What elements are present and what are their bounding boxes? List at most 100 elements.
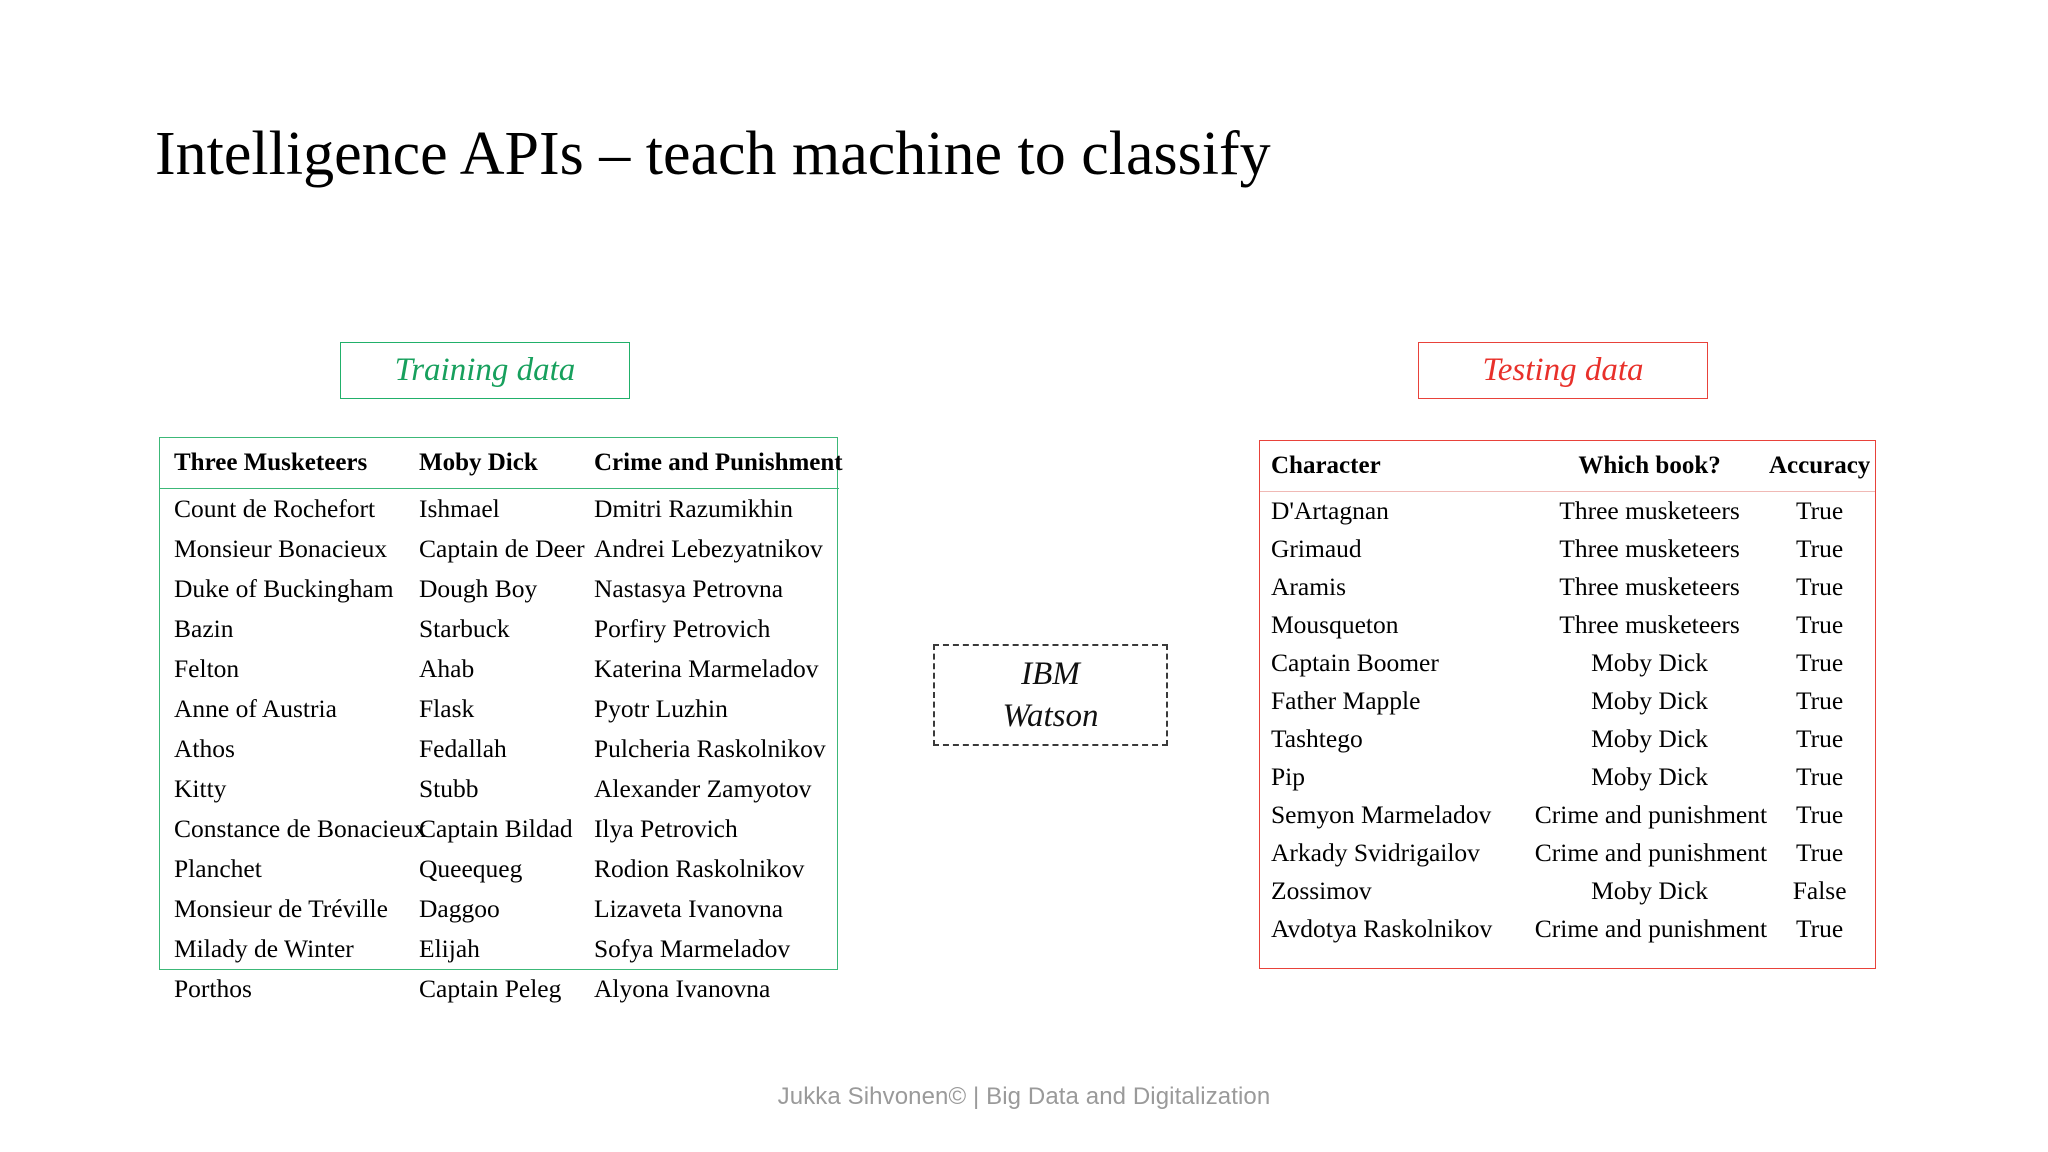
cell-three-musketeers: Planchet — [174, 854, 262, 883]
cell-which-book: Moby Dick — [1591, 876, 1708, 905]
cell-which-book: Moby Dick — [1591, 762, 1708, 791]
cell-character: Zossimov — [1271, 876, 1372, 905]
training-table-body: Count de Rochefort Ishmael Dmitri Razumi… — [160, 489, 839, 1010]
cell-character: Pip — [1271, 762, 1306, 791]
testing-table-body: D'Artagnan Three musketeers True Grimaud… — [1260, 492, 1875, 949]
training-data-table-container: Three Musketeers Moby Dick Crime and Pun… — [159, 437, 843, 1003]
cell-which-book: Three musketeers — [1559, 496, 1740, 525]
cell-accuracy: True — [1796, 534, 1844, 563]
table-row: Avdotya Raskolnikov Crime and punishment… — [1260, 910, 1875, 948]
testing-data-label-text: Testing data — [1482, 352, 1644, 388]
training-data-label: Training data — [340, 342, 630, 399]
cell-accuracy: True — [1796, 914, 1844, 943]
cell-accuracy: True — [1796, 686, 1844, 715]
cell-crime-and-punishment: Andrei Lebezyatnikov — [594, 534, 823, 563]
table-row: Felton Ahab Katerina Marmeladov — [160, 649, 839, 689]
cell-moby-dick: Ahab — [419, 654, 475, 683]
testing-table-header: Character Which book? Accuracy — [1260, 441, 1875, 492]
table-row: Athos Fedallah Pulcheria Raskolnikov — [160, 729, 839, 769]
cell-moby-dick: Captain Peleg — [419, 974, 562, 1003]
cell-crime-and-punishment: Lizaveta Ivanovna — [594, 894, 784, 923]
cell-accuracy: True — [1796, 800, 1844, 829]
cell-character: Mousqueton — [1271, 610, 1399, 639]
cell-crime-and-punishment: Porfiry Petrovich — [594, 614, 771, 643]
table-row: Anne of Austria Flask Pyotr Luzhin — [160, 689, 839, 729]
table-row: Tashtego Moby Dick True — [1260, 720, 1875, 758]
cell-character: Semyon Marmeladov — [1271, 800, 1492, 829]
ibm-watson-line-1: IBM — [1021, 655, 1080, 692]
ibm-watson-line-2: Watson — [1002, 698, 1099, 734]
cell-crime-and-punishment: Sofya Marmeladov — [594, 934, 791, 963]
column-header-crime-and-punishment: Crime and Punishment — [594, 438, 843, 489]
cell-three-musketeers: Count de Rochefort — [174, 494, 376, 523]
table-row: Grimaud Three musketeers True — [1260, 530, 1875, 568]
cell-three-musketeers: Constance de Bonacieux — [174, 814, 427, 843]
training-data-label-text: Training data — [394, 352, 576, 388]
cell-which-book: Crime and punishment — [1534, 800, 1768, 829]
cell-which-book: Crime and punishment — [1534, 838, 1768, 867]
cell-three-musketeers: Athos — [174, 734, 235, 763]
table-row: Milady de Winter Elijah Sofya Marmeladov — [160, 929, 839, 969]
cell-which-book: Crime and punishment — [1534, 914, 1768, 943]
table-row: Arkady Svidrigailov Crime and punishment… — [1260, 834, 1875, 872]
cell-character: Aramis — [1271, 572, 1347, 601]
table-row: Monsieur de Tréville Daggoo Lizaveta Iva… — [160, 889, 839, 929]
column-header-character: Character — [1260, 441, 1535, 492]
cell-accuracy: True — [1796, 648, 1844, 677]
cell-which-book: Three musketeers — [1559, 610, 1740, 639]
training-table-header: Three Musketeers Moby Dick Crime and Pun… — [160, 438, 843, 489]
column-header-three-musketeers: Three Musketeers — [160, 438, 419, 489]
cell-three-musketeers: Monsieur de Tréville — [174, 894, 388, 923]
cell-crime-and-punishment: Rodion Raskolnikov — [594, 854, 805, 883]
cell-accuracy: True — [1796, 496, 1844, 525]
ibm-watson-box: IBM Watson — [933, 644, 1168, 746]
cell-accuracy: False — [1792, 876, 1847, 905]
cell-three-musketeers: Monsieur Bonacieux — [174, 534, 388, 563]
cell-moby-dick: Starbuck — [419, 614, 510, 643]
column-header-which-book: Which book? — [1534, 441, 1765, 492]
training-data-table: Three Musketeers Moby Dick Crime and Pun… — [160, 438, 843, 1010]
table-row: Porthos Captain Peleg Alyona Ivanovna — [160, 969, 839, 1009]
cell-three-musketeers: Porthos — [174, 974, 252, 1003]
cell-three-musketeers: Felton — [174, 654, 240, 683]
cell-which-book: Moby Dick — [1591, 724, 1708, 753]
cell-moby-dick: Dough Boy — [419, 574, 538, 603]
table-row: Aramis Three musketeers True — [1260, 568, 1875, 606]
cell-moby-dick: Fedallah — [419, 734, 507, 763]
cell-crime-and-punishment: Pyotr Luzhin — [594, 694, 728, 723]
cell-crime-and-punishment: Alyona Ivanovna — [594, 974, 771, 1003]
cell-crime-and-punishment: Nastasya Petrovna — [594, 574, 784, 603]
table-header-row: Three Musketeers Moby Dick Crime and Pun… — [160, 438, 843, 489]
table-row: Duke of Buckingham Dough Boy Nastasya Pe… — [160, 569, 839, 609]
cell-accuracy: True — [1796, 762, 1844, 791]
cell-moby-dick: Flask — [419, 694, 475, 723]
table-header-row: Character Which book? Accuracy — [1260, 441, 1875, 492]
cell-crime-and-punishment: Ilya Petrovich — [594, 814, 738, 843]
table-row: Monsieur Bonacieux Captain de Deer Andre… — [160, 529, 839, 569]
testing-data-table-container: Character Which book? Accuracy D'Artagna… — [1259, 440, 1876, 969]
cell-accuracy: True — [1796, 572, 1844, 601]
table-row: Zossimov Moby Dick False — [1260, 872, 1875, 910]
column-header-accuracy: Accuracy — [1764, 441, 1875, 492]
cell-crime-and-punishment: Alexander Zamyotov — [594, 774, 812, 803]
table-row: Planchet Queequeg Rodion Raskolnikov — [160, 849, 839, 889]
cell-accuracy: True — [1796, 610, 1844, 639]
table-row: D'Artagnan Three musketeers True — [1260, 492, 1875, 531]
testing-data-table: Character Which book? Accuracy D'Artagna… — [1260, 441, 1875, 948]
column-header-moby-dick: Moby Dick — [419, 438, 594, 489]
testing-data-label: Testing data — [1418, 342, 1708, 399]
table-row: Semyon Marmeladov Crime and punishment T… — [1260, 796, 1875, 834]
slide-footer: Jukka Sihvonen© | Big Data and Digitaliz… — [777, 1083, 1271, 1110]
table-row: Bazin Starbuck Porfiry Petrovich — [160, 609, 839, 649]
table-row: Father Mapple Moby Dick True — [1260, 682, 1875, 720]
cell-three-musketeers: Anne of Austria — [174, 694, 337, 723]
cell-moby-dick: Daggoo — [419, 894, 500, 923]
cell-character: Arkady Svidrigailov — [1271, 838, 1480, 867]
cell-which-book: Moby Dick — [1591, 686, 1708, 715]
cell-three-musketeers: Bazin — [174, 614, 234, 643]
cell-which-book: Three musketeers — [1559, 572, 1740, 601]
cell-moby-dick: Queequeg — [419, 854, 523, 883]
table-row: Count de Rochefort Ishmael Dmitri Razumi… — [160, 489, 839, 530]
table-row: Captain Boomer Moby Dick True — [1260, 644, 1875, 682]
cell-character: Grimaud — [1271, 534, 1362, 563]
